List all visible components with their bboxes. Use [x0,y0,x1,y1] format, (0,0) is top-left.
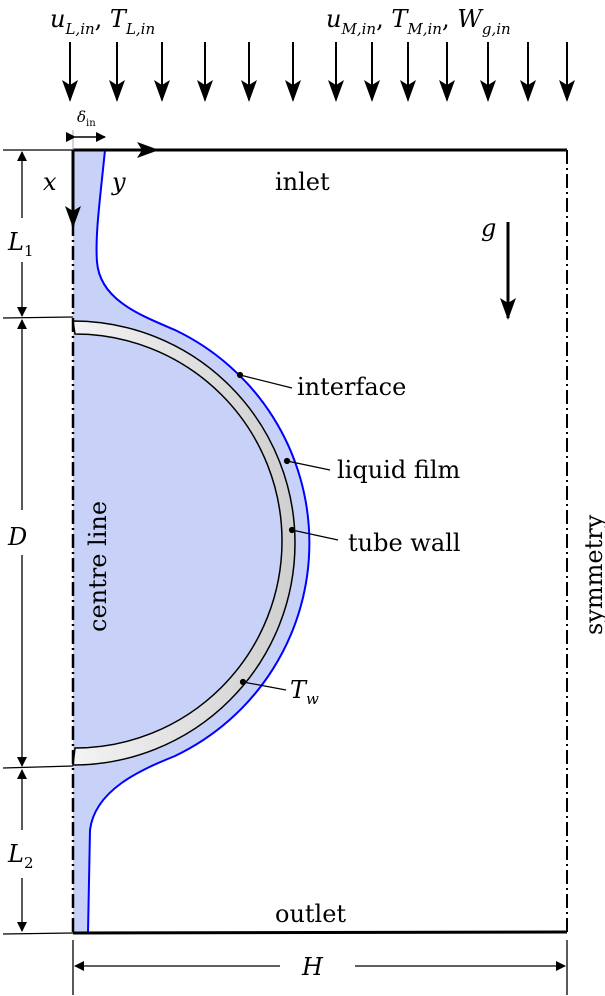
H-label: H [301,953,324,981]
inlet-conditions-right: uM,in, TM,in, Wg,in [326,5,511,38]
gravity-label: g [481,214,496,242]
liquid-film-label: liquid film [337,456,461,484]
D-label: D [7,523,27,551]
callout-leaders [236,371,339,691]
liquid-film [73,150,310,933]
tube-wall [72,320,296,766]
inlet-arrows [62,42,575,102]
outlet-boundary [72,930,568,935]
inlet-label: inlet [275,168,330,196]
y-axis-label: y [111,168,126,196]
wall-temperature-label: Tw [290,676,319,708]
inlet-conditions-left: uL,in, TL,in [50,5,155,38]
x-axis-label: x [43,168,57,196]
symmetry-label: symmetry [580,514,605,635]
L1-label: L1 [7,228,33,260]
centre-line-label: centre line [84,501,112,632]
dimension-lines [2,149,568,995]
delta-in-label: δin [77,108,96,129]
outlet-label: outlet [275,900,346,928]
interface-line [87,149,311,934]
L2-label: L2 [7,840,33,872]
tube-wall-label: tube wall [348,529,461,557]
interface-label: interface [297,373,406,401]
